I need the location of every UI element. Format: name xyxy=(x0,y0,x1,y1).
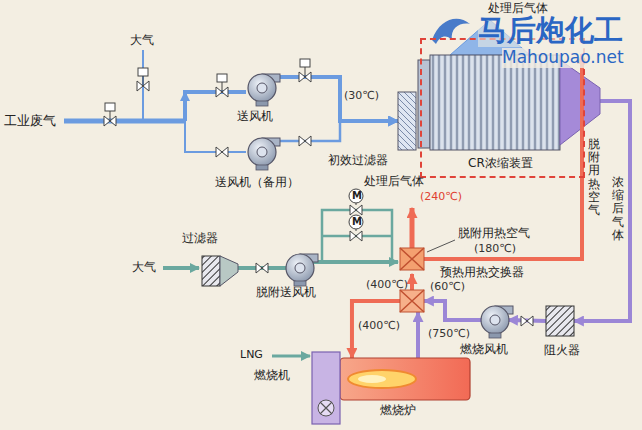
equipment-name: 脱附送风机 xyxy=(256,286,316,300)
heat-exchanger xyxy=(400,248,424,270)
heat-exchanger xyxy=(400,290,424,312)
stream-label: 脱附用热空气 xyxy=(458,227,530,241)
motor-symbol xyxy=(349,189,363,203)
motor-label: M xyxy=(352,216,362,228)
waste-gas-pipe xyxy=(64,119,185,124)
heat-exchanger-cross xyxy=(400,248,424,270)
equipment-name: 送风机 xyxy=(237,110,273,124)
heat-exchanger-cross xyxy=(400,290,424,312)
temperature-label: (60℃) xyxy=(430,281,465,294)
furnace-body xyxy=(340,358,470,400)
source-label: 大气 xyxy=(130,34,154,48)
temperature-label: (750℃) xyxy=(428,328,470,341)
equipment-name: 燃烧炉 xyxy=(380,404,416,418)
heat-exchanger-node: 预热用热交换器 xyxy=(400,290,424,312)
air-intake-arrow xyxy=(163,266,199,270)
desorption-air-line xyxy=(312,260,398,264)
equipment-name: 过滤器 xyxy=(182,232,218,246)
flow-arrow xyxy=(410,274,414,290)
temperature-label: (400℃) xyxy=(366,279,408,292)
equipment-name: 阻火器 xyxy=(544,344,580,358)
watermark: 马后炮化工 xyxy=(478,14,623,47)
leader-line xyxy=(427,240,455,252)
pipe-connector xyxy=(424,301,482,320)
stream-label: 处理后气体 xyxy=(364,175,424,189)
fuel-label: LNG xyxy=(240,349,263,362)
pipe-connector xyxy=(279,77,398,121)
temperature-label: (180℃) xyxy=(474,243,516,256)
watermark: Mahoupao.net xyxy=(502,48,624,68)
pipe-connector xyxy=(352,301,400,358)
watermark-logo xyxy=(432,19,470,44)
fan-node: 送风机（备用） xyxy=(245,136,279,170)
filter-reducer xyxy=(220,256,238,286)
air-filter xyxy=(202,256,220,286)
fan-node: 送风机 xyxy=(245,72,279,106)
filter-node: 过滤器 xyxy=(202,256,220,286)
flow-arrow xyxy=(183,92,187,100)
equipment-name: 燃烧机 xyxy=(254,369,290,383)
pipe-connector xyxy=(279,121,398,141)
fan-node: 脱附送风机 xyxy=(286,254,314,282)
equipment-name: CR浓缩装置 xyxy=(468,157,533,171)
temperature-label: (400℃) xyxy=(358,320,400,333)
equipment-name: 送风机（备用） xyxy=(215,176,299,190)
fuel-line xyxy=(272,355,310,358)
equipment-name: 初效过滤器 xyxy=(328,154,388,168)
temperature-label: (30℃) xyxy=(344,90,379,103)
concentrator-rotor xyxy=(430,55,560,150)
bypass-line xyxy=(322,210,392,262)
burner-fan-cross xyxy=(320,402,332,414)
equipment-name: 预热用热交换器 xyxy=(440,266,524,280)
temperature-label: (240℃) xyxy=(420,191,462,204)
stream-label: 脱附用热空气 xyxy=(588,138,600,217)
pipe-connector xyxy=(416,312,420,358)
filter-node: 初效过滤器 xyxy=(398,92,416,150)
source-label: 大气 xyxy=(132,261,156,275)
fan-node: 燃烧风机 xyxy=(482,307,508,333)
furnace-node: 燃烧炉 xyxy=(340,358,470,400)
motor-label: M xyxy=(352,190,362,202)
equipment-name: 燃烧风机 xyxy=(460,343,508,357)
burner-node: 燃烧机 xyxy=(312,352,340,424)
primary-filter xyxy=(398,92,416,150)
burner-fan xyxy=(318,400,334,416)
flame xyxy=(348,370,416,388)
source-label: 工业废气 xyxy=(4,114,56,129)
stream-label: 浓缩后气体 xyxy=(612,176,624,242)
flame-core xyxy=(358,375,386,383)
burner-housing xyxy=(312,352,340,424)
desorption-air-pipe xyxy=(424,54,582,259)
motor-symbol xyxy=(349,215,363,229)
flame-arrester xyxy=(546,306,574,336)
arrester-node: 阻火器 xyxy=(546,306,574,336)
exhaust-arrow xyxy=(410,208,415,248)
